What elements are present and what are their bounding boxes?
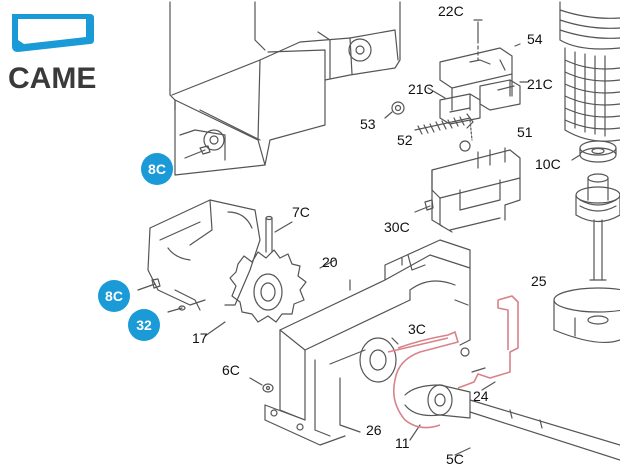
part-53 [384,101,405,119]
label-24: 24 [473,388,489,404]
label-7c: 7C [292,204,310,220]
gear-housing-top [169,1,401,176]
part-17-gear [204,249,307,337]
label-21c-right: 21C [527,76,553,92]
part-52 [414,113,474,152]
part-30c [414,199,434,213]
came-brand-text: CAME [8,62,97,95]
label-10c: 10C [535,156,561,172]
label-22c: 22C [438,3,464,19]
part-21c-right [479,79,521,111]
worm-shaft [553,173,620,344]
label-3c: 3C [408,321,426,337]
label-53: 53 [360,116,376,132]
label-52: 52 [397,132,413,148]
part-25-bracket-highlight [457,295,519,389]
label-11: 11 [395,435,410,451]
label-54: 54 [527,31,543,47]
part-6c [249,377,274,393]
part-54 [439,43,521,111]
part-32 [167,305,186,313]
part-22c [473,19,483,61]
screw-8c-left [137,278,161,291]
screw-8c-top [184,145,211,159]
part-26-loop-highlight [387,331,459,429]
label-17: 17 [192,330,208,346]
part-11 [404,384,620,461]
motor-assembly [559,1,620,142]
came-logo-icon [12,14,94,52]
left-cover [147,199,261,311]
label-5c: 5C [446,451,464,467]
label-25: 25 [531,273,547,289]
part-10c [571,140,617,163]
label-26: 26 [366,422,382,438]
part-21c-left [439,93,481,125]
label-30c: 30C [384,219,410,235]
part-20-base [264,239,471,446]
label-21c-left: 21C [408,81,434,97]
label-51: 51 [517,124,533,140]
badge-32: 32 [128,309,160,341]
badge-8c-left: 8C [98,280,130,312]
label-6c: 6C [222,362,240,378]
part-51 [431,147,521,233]
label-20: 20 [322,254,338,270]
badge-8c-top: 8C [141,153,173,185]
part-7c [265,215,293,253]
